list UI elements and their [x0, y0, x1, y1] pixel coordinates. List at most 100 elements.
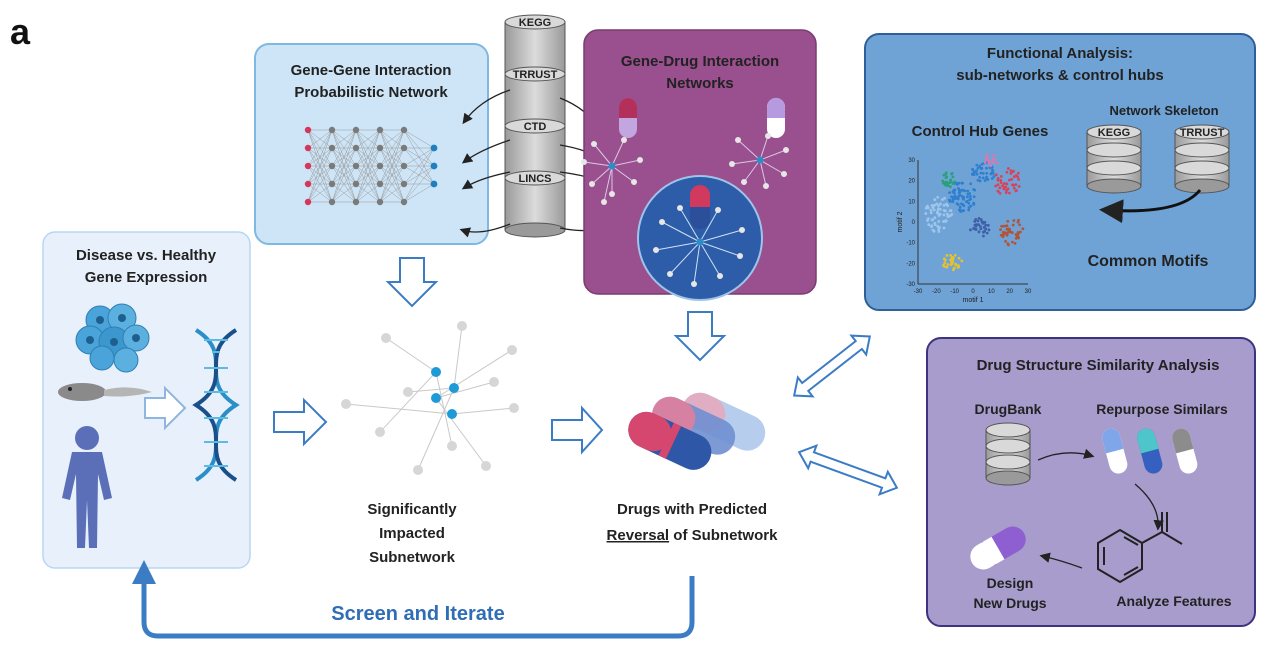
plot-point: [989, 171, 993, 175]
design-line1: Design: [987, 575, 1034, 591]
plot-point: [937, 230, 941, 233]
plot-point: [924, 206, 928, 210]
nn-node: [304, 198, 312, 206]
plot-point: [967, 201, 971, 205]
plot-point: [1004, 185, 1007, 189]
subnet-edge: [407, 387, 455, 393]
plot-point: [992, 174, 996, 178]
plot-point: [931, 206, 935, 210]
design-line2: New Drugs: [973, 595, 1046, 611]
plot-point: [1006, 230, 1010, 234]
nn-node: [400, 198, 408, 206]
subnetwork-line3: Subnetwork: [369, 549, 455, 566]
plot-point: [1006, 167, 1010, 170]
plot-point: [1004, 191, 1008, 194]
net-edge: [611, 165, 635, 183]
plot-point: [1002, 224, 1006, 228]
drugbank-database-icon: [985, 422, 1031, 486]
subnet-node: [381, 333, 391, 343]
net-node: [739, 227, 745, 233]
plot-point: [988, 159, 992, 163]
plot-point: [941, 179, 945, 183]
nn-edge: [331, 165, 357, 203]
nn-node: [376, 180, 384, 188]
plot-point: [977, 230, 981, 234]
nn-edge: [331, 129, 357, 167]
subnet-edge: [435, 381, 495, 399]
plot-y-tick: -20: [906, 261, 915, 267]
plot-point: [929, 211, 933, 215]
plot-point: [938, 202, 942, 206]
plot-point: [949, 179, 952, 183]
plot-point: [1011, 223, 1015, 227]
plot-point: [949, 209, 953, 213]
plot-point: [983, 179, 987, 182]
molecule-icon: [1097, 512, 1183, 584]
plot-point: [948, 198, 951, 202]
plot-point: [959, 210, 962, 213]
double-arrow-icon: [797, 444, 899, 496]
plot-point: [996, 189, 1000, 193]
nn-edge: [379, 129, 405, 185]
down-arrow-icon: [673, 311, 727, 362]
plot-point: [951, 268, 955, 272]
plot-y-tick: -30: [906, 282, 915, 288]
net-node: [637, 157, 643, 163]
plot-point: [931, 218, 935, 222]
nn-edge: [355, 129, 381, 167]
plot-point: [961, 188, 965, 192]
plot-point: [976, 166, 980, 170]
double-arrow-icon: [792, 334, 872, 398]
nn-node: [376, 144, 384, 152]
net-node: [717, 273, 723, 279]
plot-x-tick: 30: [1025, 289, 1032, 295]
plot-point: [985, 154, 989, 157]
plot-point: [945, 265, 949, 269]
pill-icon: [767, 98, 785, 138]
plot-point: [1001, 230, 1005, 234]
plot-point: [1006, 219, 1010, 223]
subnetwork-graphic: [341, 321, 519, 475]
plot-xlabel: motif 1: [962, 297, 983, 304]
plot-point: [976, 178, 980, 182]
plot-point: [956, 265, 960, 269]
nn-output-node: [430, 162, 438, 170]
gene-gene-title-line1: Gene-Gene Interaction: [291, 62, 452, 79]
plot-point: [984, 223, 988, 227]
plot-point: [960, 195, 964, 198]
plot-point: [946, 263, 950, 266]
net-node: [591, 141, 597, 147]
net-node: [783, 147, 789, 153]
plot-point: [949, 185, 952, 189]
repurpose-label: Repurpose Similars: [1096, 401, 1228, 417]
iterate-loop-arrow: [132, 560, 695, 639]
db-segment: [504, 177, 566, 231]
net-edge: [593, 143, 613, 167]
plot-point: [994, 184, 998, 188]
net-edge: [737, 139, 761, 161]
nn-edge: [403, 165, 435, 203]
plot-x-tick: 10: [988, 289, 995, 295]
plot-point: [1016, 175, 1020, 179]
nn-node: [352, 162, 360, 170]
drug-pills-icon: [628, 392, 766, 470]
subnet-node: [509, 403, 519, 413]
plot-point: [1008, 178, 1011, 182]
functional-title-line2: sub-networks & control hubs: [956, 67, 1164, 84]
plot-point: [936, 195, 940, 199]
db-label: TRRUST: [1180, 127, 1225, 139]
plot-point: [930, 204, 934, 207]
pill-icon: [619, 98, 637, 138]
plot-point: [942, 263, 945, 267]
nn-node: [328, 144, 336, 152]
plot-point: [933, 198, 937, 201]
net-edge: [591, 165, 613, 185]
db-segment: [504, 73, 566, 127]
plot-point: [951, 175, 955, 179]
plot-point: [958, 205, 962, 209]
net-node: [715, 207, 721, 213]
plot-point: [943, 196, 946, 200]
drugbank-label: DrugBank: [975, 401, 1042, 417]
plot-point: [926, 219, 929, 222]
subnet-node: [457, 321, 467, 331]
